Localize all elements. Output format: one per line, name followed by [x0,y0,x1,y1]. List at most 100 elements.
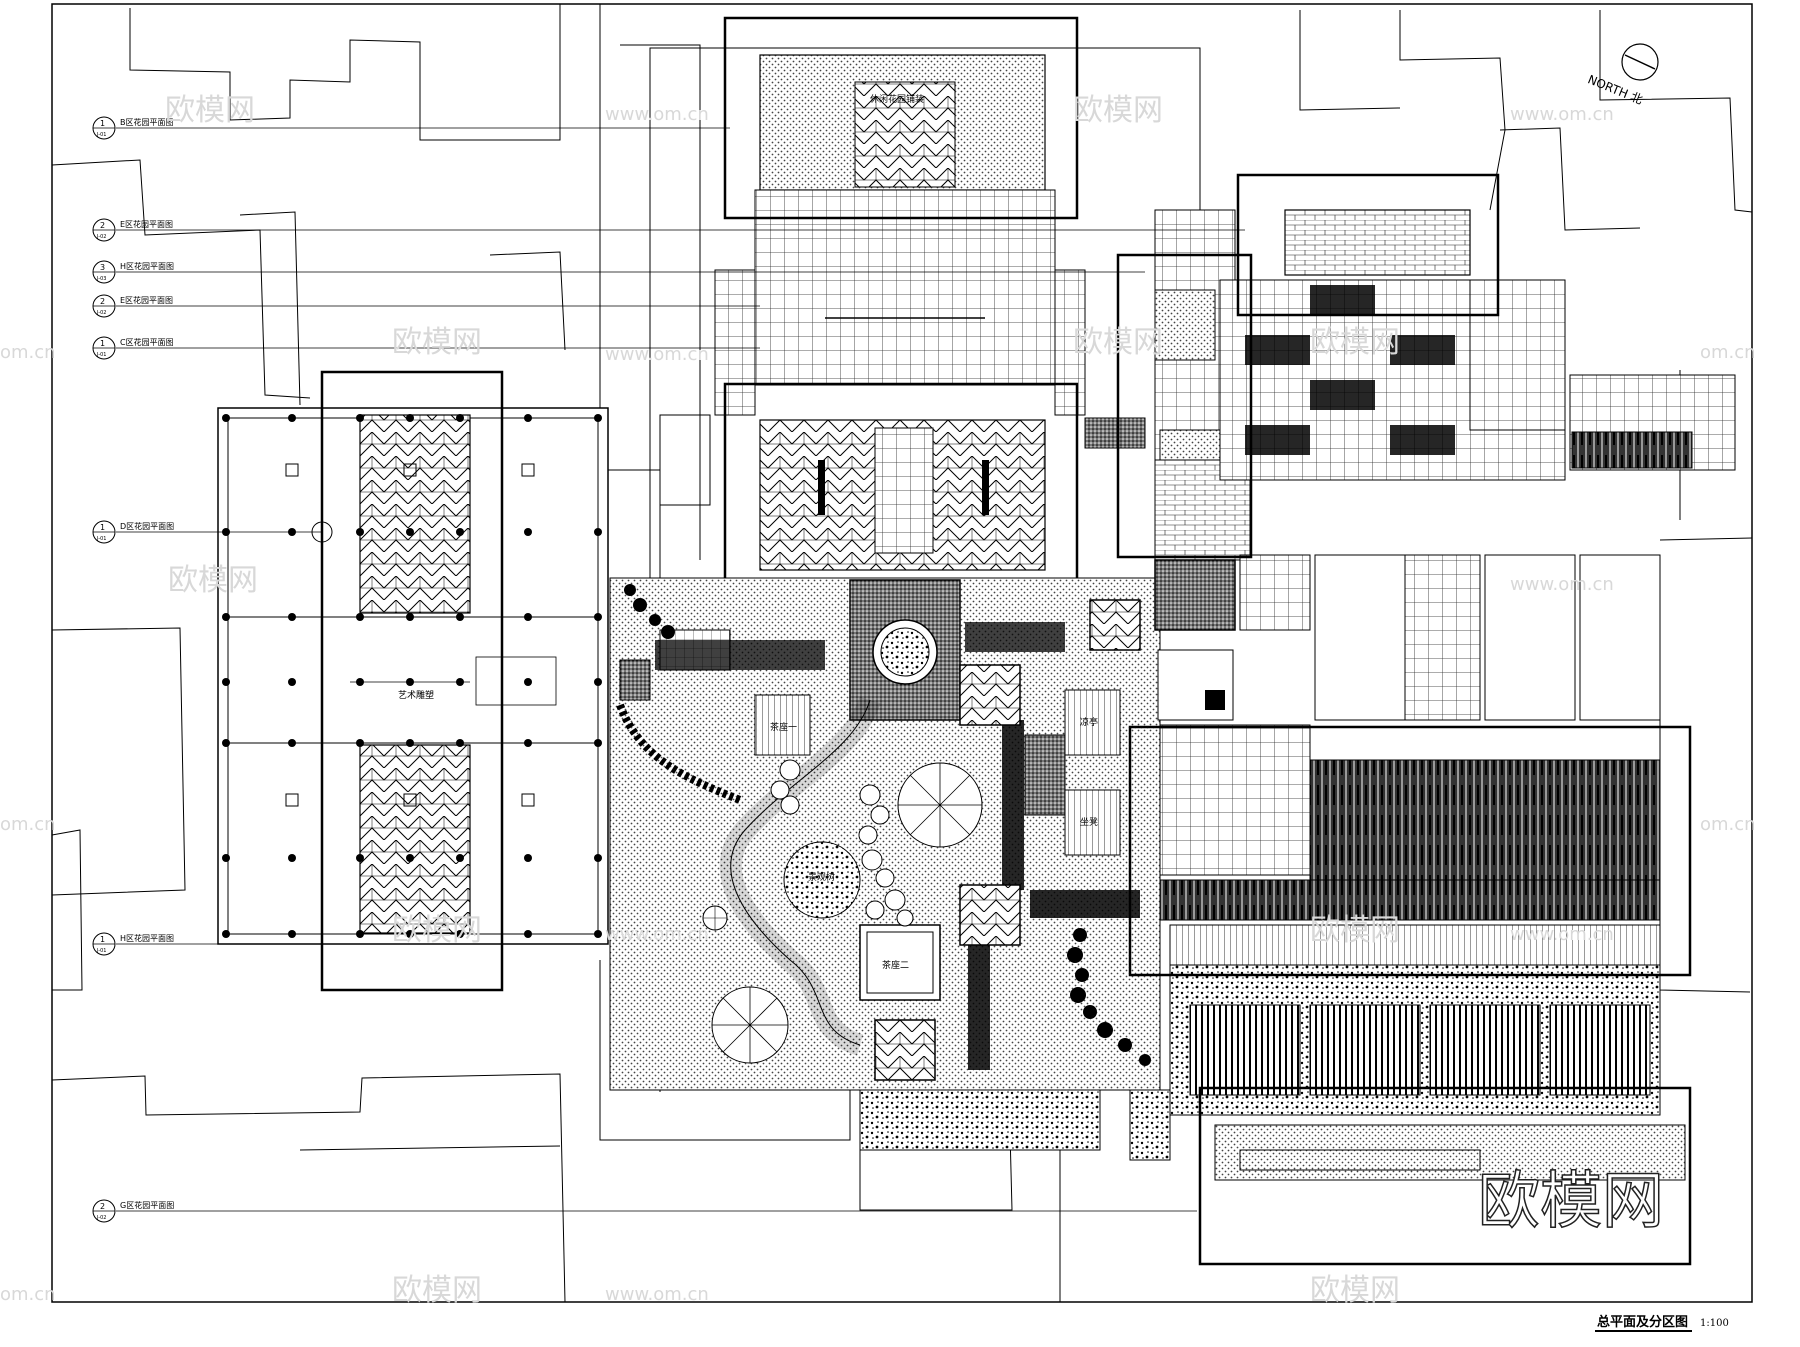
section-marker-sheet: J-01 [96,536,106,542]
watermark-logo: 欧模网 [165,93,255,128]
column-dot [456,739,464,747]
section-marker-number: 1 [100,119,105,128]
watermark-logo: 欧模网 [1073,93,1163,128]
column-dot [406,930,414,938]
column-base [403,793,417,807]
section-marker-number: 1 [100,523,105,532]
column-dot [524,613,532,621]
section-marker-label: E区花园平面图 [120,219,173,229]
section-marker-sheet: J-01 [96,352,106,358]
zone-boundary-upper-right-b [1116,253,1253,559]
column-dot [456,613,464,621]
column-dot [356,528,364,536]
watermark-logo: 欧模网 [1310,325,1400,360]
central-garden [609,577,1171,1161]
watermark-large: 欧模网 [1478,1164,1664,1237]
column-dot [222,613,230,621]
section-marker-label: G区花园平面图 [120,1200,174,1210]
column-dot [288,854,296,862]
section-marker-label: H区花园平面图 [120,261,174,271]
column-dot [288,739,296,747]
column-dot [524,528,532,536]
watermark-partial: om.cn [0,814,56,835]
watermark-logo: 欧模网 [1310,913,1400,948]
column-dot [356,613,364,621]
section-marker-label: C区花园平面图 [120,337,174,347]
section-marker-label: D区花园平面图 [120,521,174,531]
watermark-site: www.om.cn [1510,924,1614,945]
column-dot [288,613,296,621]
drawing-scale: 1:100 [1700,1318,1729,1329]
section-marker-number: 1 [100,339,105,348]
column-dot [594,528,602,536]
column-base [521,463,535,477]
watermark-site: www.om.cn [1510,574,1614,595]
column-dot [456,854,464,862]
section-marker-label: H区花园平面图 [120,933,174,943]
section-markers: 1J-01B区花园平面图2J-02E区花园平面图3J-03H区花园平面图2J-0… [92,116,174,1223]
top-panel-label: 休闲花园铺装 [870,93,924,105]
column-dot [524,678,532,686]
column-dot [356,854,364,862]
zone-boundary-lower-right-a [1128,725,1692,977]
column-dot [356,678,364,686]
column-dot [594,854,602,862]
column-dot [406,854,414,862]
column-dot [456,678,464,686]
left-pavilion [217,407,609,945]
watermark-site: www.om.cn [605,1284,709,1305]
column-dot [524,414,532,422]
zone-boundary-top-a [723,16,1079,220]
section-marker-label: E区花园平面图 [120,295,173,305]
section-marker-sheet: J-02 [96,1215,106,1221]
column-base [521,793,535,807]
column-dot [406,739,414,747]
drawing-title: 总平面及分区图 [1597,1314,1688,1330]
section-marker: 1J-01 D区花园平面图 [92,520,174,544]
tea-seat-one-label: 茶座一 [770,721,797,733]
bench-label: 坐凳 [1080,817,1098,828]
column-dot [594,414,602,422]
feature-label: 景观树 [808,871,835,883]
watermark-site: www.om.cn [1510,104,1614,125]
column-dot [222,739,230,747]
section-marker: 1J-01 C区花园平面图 [92,336,174,360]
column-dot [524,854,532,862]
column-dot [594,678,602,686]
zone-boundary-upper-right-a [1236,173,1500,317]
column-dot [406,613,414,621]
column-dot [406,678,414,686]
watermark-partial: om.cn [1700,814,1756,835]
watermark-logo: 欧模网 [392,913,482,948]
right-lower-block [1159,724,1686,1181]
section-marker-sheet: J-01 [96,948,106,954]
watermark-partial: om.cn [0,342,56,363]
watermark-logo: 欧模网 [1073,325,1163,360]
column-dot [356,414,364,422]
north-label: NORTH 北 [1586,72,1645,107]
column-dot [222,678,230,686]
column-dot [288,678,296,686]
column-dot [406,528,414,536]
column-base [285,463,299,477]
column-dot [524,930,532,938]
section-marker-number: 2 [100,297,105,306]
right-upper-blocks [1084,209,1736,721]
sculpture-label: 艺术雕塑 [398,689,434,701]
column-dot [594,739,602,747]
section-marker-sheet: J-01 [96,132,106,138]
section-marker-leaders [116,127,1245,1212]
column-dot [356,930,364,938]
watermark-logo: 欧模网 [392,325,482,360]
column-dot [456,414,464,422]
north-arrow-icon [1621,43,1659,81]
section-marker-sheet: J-02 [96,234,106,240]
